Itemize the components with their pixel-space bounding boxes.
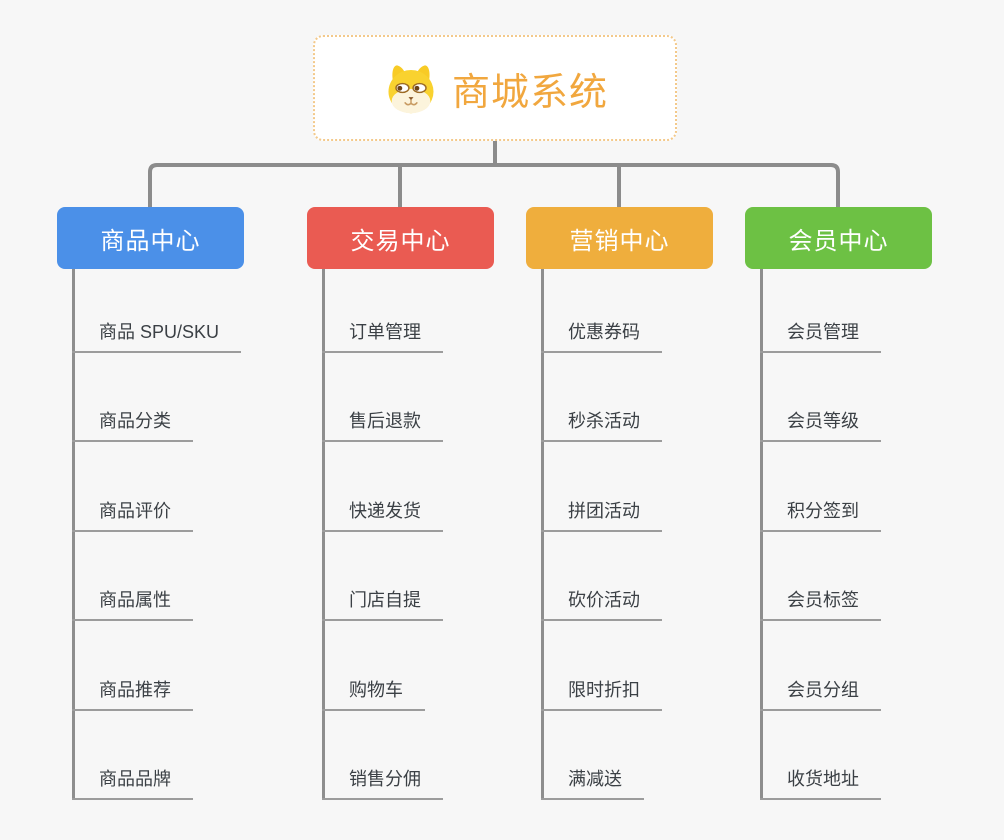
child-topic[interactable]: 收货地址 (760, 769, 881, 800)
branch-label: 商品中心 (100, 227, 201, 255)
child-topic[interactable]: 拼团活动 (541, 501, 662, 532)
child-topic[interactable]: 商品 SPU/SKU (72, 322, 242, 353)
shiba-dog-icon (382, 61, 440, 115)
branch-label: 会员中心 (788, 227, 889, 255)
child-topic[interactable]: 门店自提 (322, 590, 443, 621)
child-topic[interactable]: 订单管理 (322, 322, 443, 353)
root-title: 商城系统 (451, 71, 608, 114)
child-topic[interactable]: 售后退款 (322, 411, 443, 442)
branch-label: 营销中心 (569, 227, 670, 255)
root-node[interactable]: 商城系统 (313, 35, 677, 141)
branch-rail-line (148, 163, 840, 207)
child-topic[interactable]: 商品属性 (72, 590, 193, 621)
child-topic[interactable]: 会员等级 (760, 411, 881, 442)
child-topic[interactable]: 商品分类 (72, 411, 193, 442)
child-topic[interactable]: 商品品牌 (72, 769, 193, 800)
child-topic[interactable]: 会员管理 (760, 322, 881, 353)
child-topic[interactable]: 优惠券码 (541, 322, 662, 353)
branch-node-3[interactable]: 营销中心 (526, 207, 713, 269)
child-topic[interactable]: 满减送 (541, 769, 644, 800)
child-topic[interactable]: 限时折扣 (541, 680, 662, 711)
child-topic[interactable]: 积分签到 (760, 501, 881, 532)
child-topic[interactable]: 商品评价 (72, 501, 193, 532)
branch-node-1[interactable]: 商品中心 (57, 207, 244, 269)
child-topic[interactable]: 砍价活动 (541, 590, 662, 621)
child-topic[interactable]: 会员分组 (760, 680, 881, 711)
child-topic[interactable]: 秒杀活动 (541, 411, 662, 442)
branch-label: 交易中心 (350, 227, 451, 255)
child-topic[interactable]: 销售分佣 (322, 769, 443, 800)
child-topic[interactable]: 商品推荐 (72, 680, 193, 711)
branch-node-2[interactable]: 交易中心 (307, 207, 494, 269)
child-topic[interactable]: 购物车 (322, 680, 425, 711)
branch-node-4[interactable]: 会员中心 (745, 207, 932, 269)
child-topic[interactable]: 快递发货 (322, 501, 443, 532)
child-topic[interactable]: 会员标签 (760, 590, 881, 621)
